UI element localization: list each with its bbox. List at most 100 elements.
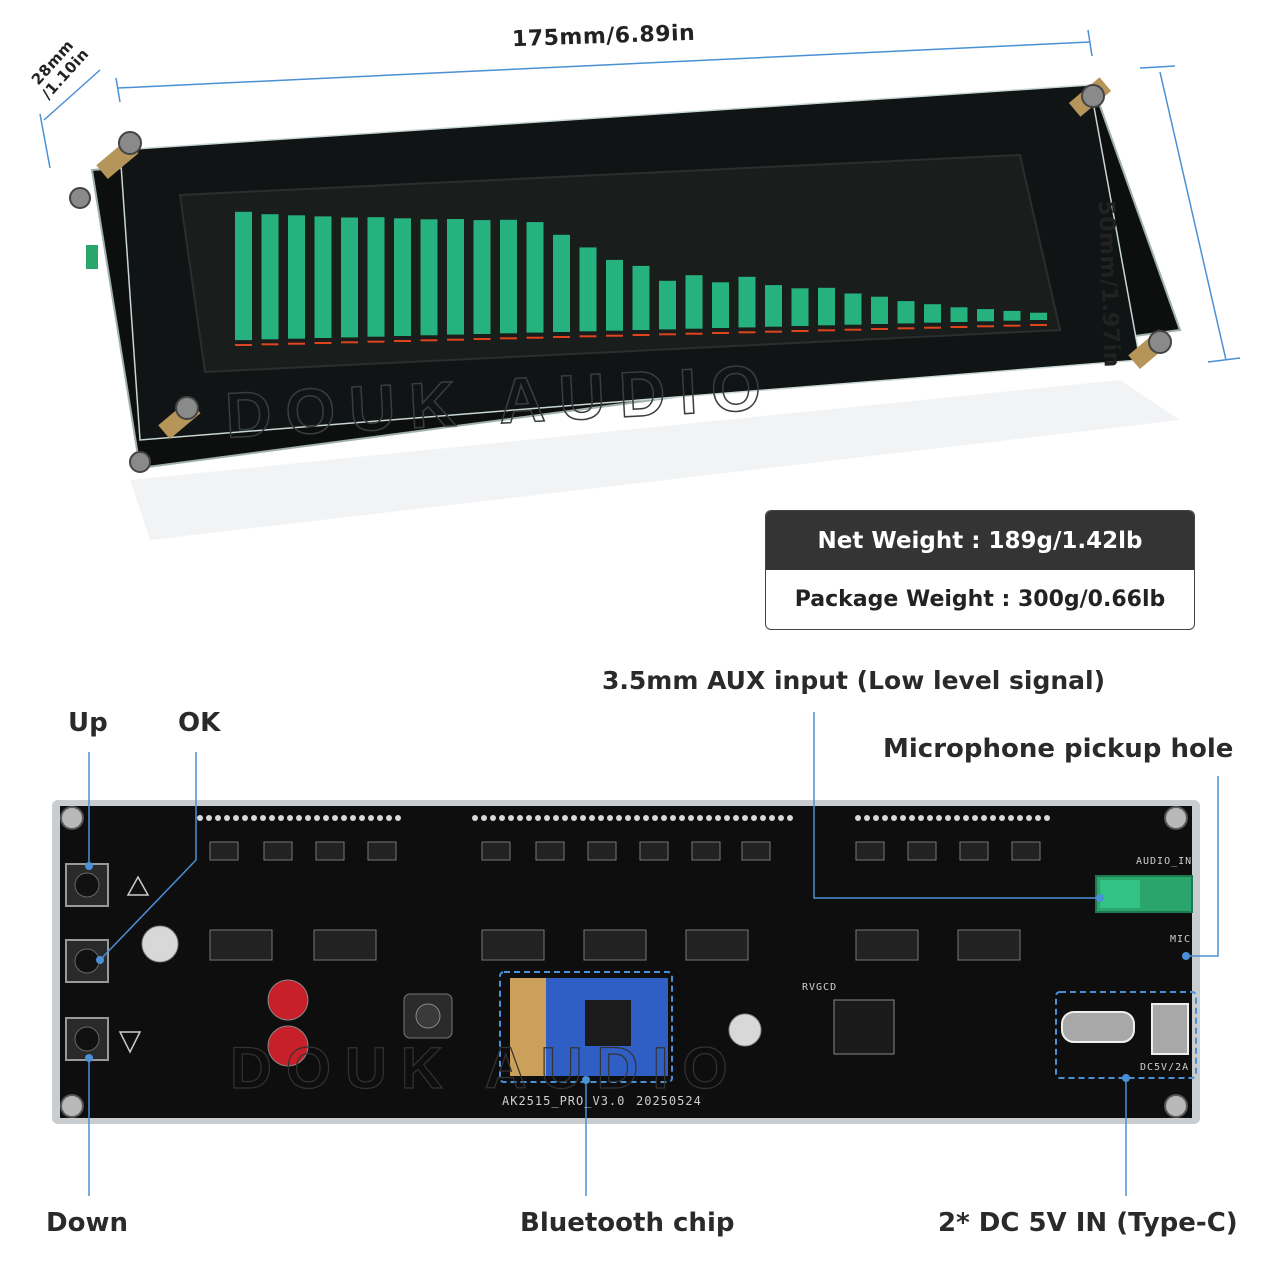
transistor [535, 841, 565, 861]
header-pin [873, 815, 879, 821]
screw-icon [1081, 84, 1105, 108]
header-pin [945, 815, 951, 821]
screw-icon [69, 187, 91, 209]
header-pin [963, 815, 969, 821]
capacitor [728, 1013, 762, 1047]
header-pin [706, 815, 712, 821]
spectrum-bar [924, 304, 941, 323]
transistor [959, 841, 989, 861]
header-pin [395, 815, 401, 821]
header-pin [296, 815, 302, 821]
spectrum-peak [1003, 324, 1021, 327]
header-pin [936, 815, 942, 821]
transistor [907, 841, 937, 861]
header-pin [688, 815, 694, 821]
header-pin [715, 815, 721, 821]
header-pin [742, 815, 748, 821]
header-pin [787, 815, 793, 821]
header-pin [733, 815, 739, 821]
spectrum-bar [712, 282, 729, 328]
spectrum-bar [447, 219, 464, 335]
dc-input-label: 2* DC 5V IN (Type-C) [938, 1208, 1238, 1238]
spectrum-peak [685, 332, 703, 335]
spectrum-bar [500, 219, 517, 334]
screw-icon [1164, 806, 1188, 830]
header-pin [918, 815, 924, 821]
header-pin [1026, 815, 1032, 821]
up-label: Up [68, 708, 108, 738]
header-pin [490, 815, 496, 821]
spectrum-bar [341, 217, 358, 338]
transistor [315, 841, 345, 861]
transistor [1011, 841, 1041, 861]
spectrum-bar [261, 214, 279, 340]
screw-icon [129, 451, 151, 473]
header-pin [855, 815, 861, 821]
spectrum-peak [632, 334, 650, 336]
spectrum-bar [632, 265, 650, 330]
transistor [639, 841, 669, 861]
header-pin [972, 815, 978, 821]
capacitor [267, 979, 309, 1021]
button-up[interactable] [65, 863, 109, 907]
header-pin [233, 815, 239, 821]
header-pin [697, 815, 703, 821]
driver-chip [855, 929, 919, 961]
up-arrow-icon [126, 875, 150, 896]
header-pin [526, 815, 532, 821]
screw-icon [118, 131, 142, 155]
header-pin [760, 815, 766, 821]
aux-input-label: 3.5mm AUX input (Low level signal) [602, 666, 1106, 695]
spectrum-bar [950, 307, 968, 322]
spectrum-bar [659, 280, 676, 330]
header-pin [269, 815, 275, 821]
screw-icon [1148, 330, 1172, 354]
button-down[interactable] [65, 1017, 109, 1061]
spectrum-bar [765, 285, 782, 327]
spectrum-bar [738, 276, 756, 328]
reflection [130, 380, 1180, 540]
header-pin [778, 815, 784, 821]
callout-lines [88, 712, 1219, 1196]
spectrum-bar [526, 222, 544, 333]
spectrum-peak [394, 340, 411, 342]
mic-hole-label: Microphone pickup hole [883, 734, 1234, 764]
header-pin [206, 815, 212, 821]
button-ok[interactable] [65, 939, 109, 983]
type-c-port-2 [1151, 1003, 1189, 1055]
spectrum-bar [420, 219, 438, 336]
spectrum-peak [818, 329, 835, 332]
type-c-highlight [1055, 991, 1197, 1079]
capacitor [267, 1025, 309, 1067]
spectrum-peak [897, 327, 915, 330]
header-pin [215, 815, 221, 821]
driver-chip [957, 929, 1021, 961]
board-watermark: DOUK AUDIO [230, 1036, 742, 1101]
screw-icon [175, 396, 199, 420]
header-pin [224, 815, 230, 821]
header-pin [999, 815, 1005, 821]
driver-chip [685, 929, 749, 961]
header-pin [589, 815, 595, 821]
transistor [855, 841, 885, 861]
header-pin [535, 815, 541, 821]
header-pin [954, 815, 960, 821]
dc-text: DC5V/2A [1140, 1062, 1190, 1073]
screw-icon [1164, 1094, 1188, 1118]
bluetooth-ic [585, 1000, 631, 1046]
header-pin [499, 815, 505, 821]
spectrum-peak [659, 333, 676, 336]
spectrum-peak [500, 337, 517, 340]
header-pin [341, 815, 347, 821]
spectrum-peak [791, 330, 809, 332]
spectrum-bar [818, 287, 835, 326]
transistor [367, 841, 397, 861]
bluetooth-chip-label: Bluetooth chip [520, 1208, 735, 1238]
spectrum-bar [314, 216, 332, 338]
header-pin [323, 815, 329, 821]
header-pin [882, 815, 888, 821]
header-pin [661, 815, 667, 821]
spectrum-peak [950, 326, 968, 328]
weight-box: Net Weight : 189g/1.42lb Package Weight … [765, 510, 1195, 630]
spectrum-bar [579, 247, 597, 332]
